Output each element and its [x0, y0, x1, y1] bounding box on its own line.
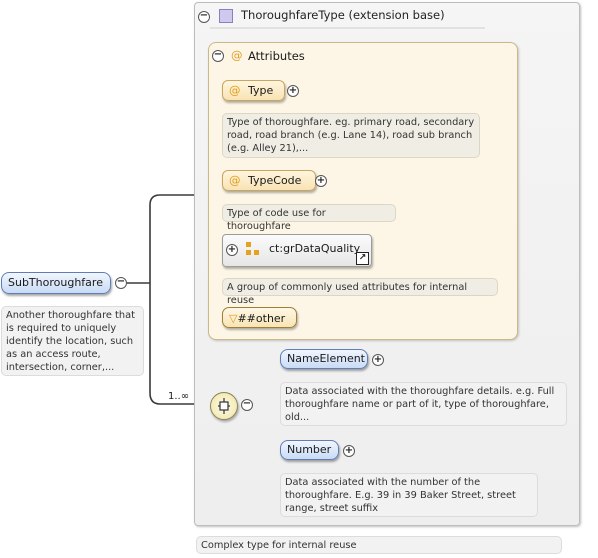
sequence-compositor[interactable]	[210, 392, 238, 420]
expand-icon[interactable]: +	[372, 354, 384, 366]
expand-icon[interactable]: +	[287, 85, 299, 97]
attributes-title: Attributes	[248, 49, 305, 63]
attribute-at-icon: @	[231, 48, 243, 62]
cardinality-label: 1..∞	[168, 391, 190, 402]
element-number[interactable]: Number	[280, 440, 339, 460]
attribute-type[interactable]: @ Type	[222, 80, 285, 101]
expand-icon[interactable]: +	[343, 445, 355, 457]
attribute-typecode[interactable]: @ TypeCode	[222, 170, 316, 191]
complex-type-title: ThoroughfareType (extension base)	[241, 8, 445, 22]
divider	[210, 27, 485, 29]
collapse-icon[interactable]: −	[115, 276, 127, 289]
root-element-subthoroughfare[interactable]: SubThoroughfare	[1, 272, 111, 294]
any-attribute-namespace: ##other	[237, 312, 286, 325]
attribute-name: TypeCode	[248, 174, 302, 187]
element-name: NameElement	[287, 352, 365, 365]
attribute-description: Type of code use for thoroughfare	[222, 204, 396, 232]
attribute-group-name: ct:grDataQuality	[269, 242, 361, 255]
root-element-description: Another thoroughfare that is required to…	[1, 306, 144, 376]
attribute-at-icon: @	[229, 83, 241, 97]
collapse-icon[interactable]: −	[241, 398, 253, 411]
element-nameelement[interactable]: NameElement	[280, 349, 368, 369]
element-description: Data associated with the thoroughfare de…	[280, 382, 567, 426]
attribute-group-icon	[246, 242, 260, 256]
attribute-at-icon: @	[229, 173, 241, 187]
expand-icon[interactable]: +	[315, 175, 327, 187]
root-element-name: SubThoroughfare	[8, 276, 103, 289]
complex-type-icon	[219, 9, 233, 23]
expand-icon[interactable]: +	[226, 244, 238, 256]
sequence-icon	[218, 398, 230, 414]
element-name: Number	[287, 443, 332, 456]
collapse-icon[interactable]: −	[198, 10, 210, 23]
element-description: Data associated with the number of the t…	[280, 473, 538, 517]
attribute-group-description: A group of commonly used attributes for …	[222, 278, 498, 306]
collapse-icon[interactable]: −	[212, 49, 224, 62]
complex-type-description: Complex type for internal reuse	[196, 536, 562, 554]
attribute-name: Type	[248, 84, 274, 97]
any-attribute-other[interactable]: ▽##other	[222, 307, 297, 328]
shortcut-arrow-icon[interactable]: ↗	[356, 252, 369, 265]
attribute-description: Type of thoroughfare. eg. primary road, …	[222, 113, 480, 158]
any-attribute-icon: ▽	[229, 312, 238, 325]
